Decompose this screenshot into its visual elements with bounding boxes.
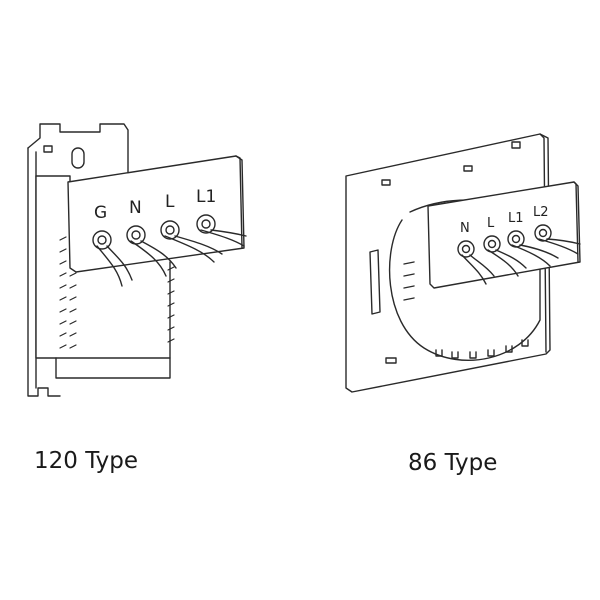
terminal-label-120-3: L: [165, 192, 175, 212]
terminal-label-86-3: L1: [508, 211, 524, 226]
terminal-label-86-2: L: [487, 216, 495, 231]
terminal-label-120-4: L1: [196, 187, 216, 207]
device-120-type: [27, 123, 247, 397]
terminal-label-86-4: L2: [533, 205, 549, 220]
device-type-label-86: 86 Type: [408, 450, 498, 476]
device-86-type: [345, 133, 581, 393]
device-type-label-120: 120 Type: [34, 448, 139, 474]
terminal-label-120-2: N: [129, 198, 142, 218]
terminal-label-120-1: G: [94, 203, 107, 223]
terminal-label-86-1: N: [460, 221, 470, 236]
